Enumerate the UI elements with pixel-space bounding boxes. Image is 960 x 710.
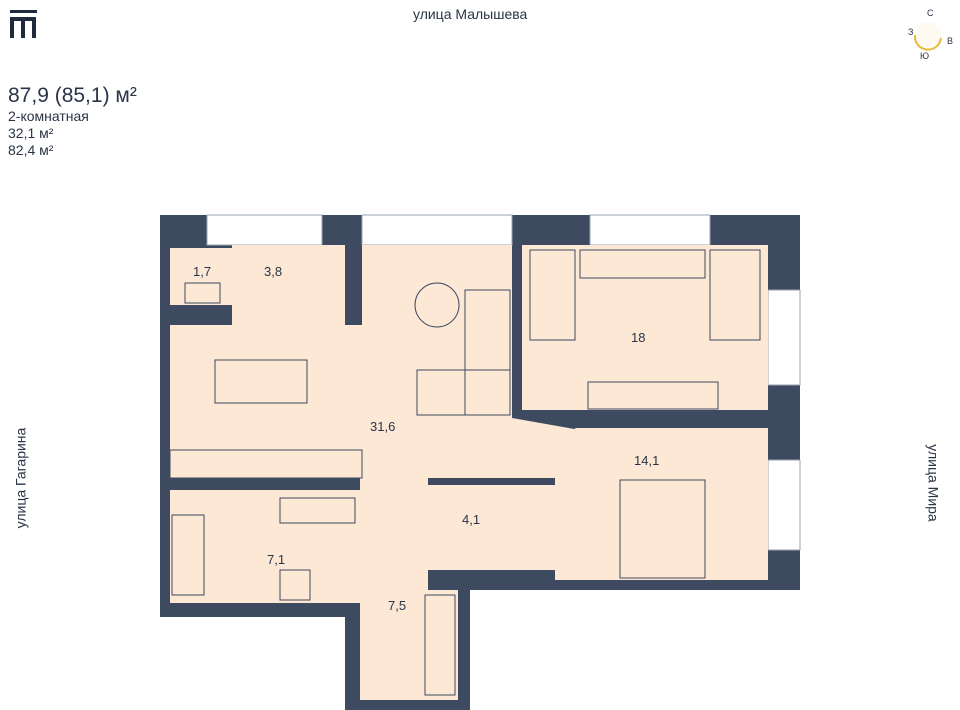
bed-2 <box>709 249 761 341</box>
room-label-balcony: 3,8 <box>264 264 282 279</box>
street-top: улица Малышева <box>413 6 528 22</box>
furniture <box>169 249 761 696</box>
room-label-bedroom-2: 14,1 <box>634 453 659 468</box>
bathtub <box>171 514 205 596</box>
washing-machine <box>279 569 311 601</box>
dining-table <box>214 359 308 404</box>
compass-east: В <box>947 36 954 46</box>
compass-south: Ю <box>920 51 930 61</box>
room-label-hallway: 7,5 <box>388 598 406 613</box>
floors <box>170 245 768 700</box>
storage-box <box>184 282 221 304</box>
compass-arc-icon <box>913 22 942 51</box>
total-area: 87,9 (85,1) м² <box>8 84 137 107</box>
room-wc <box>428 485 555 570</box>
room-label-living: 31,6 <box>370 419 395 434</box>
room-label-bedroom-1: 18 <box>631 330 645 345</box>
rooms-type: 2-комнатная <box>8 108 89 124</box>
bed-1 <box>529 249 576 341</box>
room-label-storage: 1,7 <box>193 264 211 279</box>
room-storage <box>170 248 232 305</box>
wardrobe <box>587 381 719 410</box>
room-label-wc: 4,1 <box>462 512 480 527</box>
hall-wardrobe <box>424 594 456 696</box>
compass-west: З <box>908 27 914 37</box>
room-living <box>170 325 362 478</box>
brand-logo <box>10 10 37 38</box>
room-bedroom-2 <box>555 428 768 580</box>
compass-north: С <box>927 8 934 18</box>
double-bed <box>619 479 706 579</box>
living-area: 32,1 м² <box>8 125 54 141</box>
washbasin <box>279 497 356 524</box>
room-bathroom <box>170 490 360 603</box>
compass: С З В Ю <box>905 2 960 64</box>
coffee-table <box>414 282 460 328</box>
desk <box>579 249 706 279</box>
room-balcony <box>232 245 345 325</box>
room-hallway <box>360 478 458 700</box>
room-bedroom-1 <box>522 245 768 410</box>
room-label-bathroom: 7,1 <box>267 552 285 567</box>
windows <box>206 214 801 551</box>
kitchen-counter <box>169 449 363 479</box>
apartment-info: 87,9 (85,1) м² 2-комнатная 32,1 м² 82,4 … <box>8 84 137 159</box>
other-area: 82,4 м² <box>8 142 54 158</box>
